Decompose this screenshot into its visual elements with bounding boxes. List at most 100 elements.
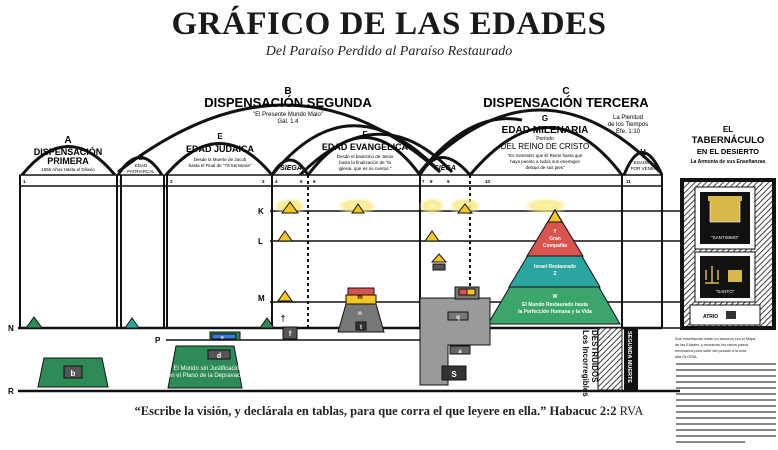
svg-text:F: F [363,130,368,139]
svg-text:10: 10 [485,179,491,184]
tabernacle-panel: EL TABERNÁCULO EN EL DESIERTO La Armonía… [662,125,776,443]
svg-text:SIEGA: SIEGA [434,165,456,172]
svg-text:Z: Z [553,271,556,277]
svg-text:DISPENSACIÓN: DISPENSACIÓN [34,146,103,157]
svg-text:DISPENSACIÓN TERCERA: DISPENSACIÓN TERCERA [483,95,649,110]
svg-text:D: D [138,155,143,162]
svg-text:a: a [458,349,462,355]
svg-text:1: 1 [23,179,26,184]
svg-text:S: S [451,370,457,379]
svg-text:q: q [456,315,460,321]
glory-glows [272,197,570,215]
patriarchal-figure: b [37,357,109,388]
svg-text:de los Tiempos: de los Tiempos [608,122,648,128]
svg-text:POR VENIR: POR VENIR [631,166,657,171]
scripture-quote: “Escribe la visión, y declárala en tabla… [0,404,778,419]
svg-text:P: P [155,336,161,345]
svg-text:PATRIARCAL: PATRIARCAL [127,169,155,174]
svg-text:d: d [217,353,221,360]
svg-text:EDAD EVANGÉLICA: EDAD EVANGÉLICA [322,142,409,152]
plane-letters: K L M N P R [8,207,265,396]
svg-text:C: C [562,86,569,97]
age-f-label: F EDAD EVANGÉLICA Desde el bautismo de J… [322,130,409,171]
svg-text:de las Edades, y muestran los: de las Edades, y muestran los varios pas… [675,343,748,347]
svg-text:SEGUNDA MUERTE: SEGUNDA MUERTE [626,331,632,383]
jewish-age-figures: e d El Mundo sin Justificación en el Pla… [167,313,298,389]
svg-text:2: 2 [170,179,173,184]
dispensation-a-label: A DISPENSACIÓN PRIMERA 1656 Años Hasta e… [34,135,103,172]
svg-text:iglesia, que es su cuerpo.": iglesia, que es su cuerpo." [339,166,392,171]
arch-age-g [468,126,624,176]
arch-age-e [164,142,274,176]
quote-text: “Escribe la visión, y declárala en tabla… [134,404,617,418]
arch-dispensation-b [117,103,441,174]
svg-text:b: b [71,369,76,378]
age-g-label: G EDAD MILENARIA Período DEL REINO DE CR… [501,114,589,170]
svg-text:Gran: Gran [549,236,561,242]
svg-text:E: E [217,132,223,141]
svg-text:alta GLORIA.: alta GLORIA. [675,355,698,359]
svg-text:K: K [258,207,264,216]
quote-version: RVA [619,404,644,418]
harvest-descent: q a S [419,253,491,386]
dispensation-b-label: B DISPENSACIÓN SEGUNDA "El Presente Mund… [204,86,372,125]
svg-text:DISPENSACIÓN SEGUNDA: DISPENSACIÓN SEGUNDA [204,95,372,110]
svg-text:ATRIO: ATRIO [703,314,718,320]
svg-text:N: N [8,324,14,333]
svg-text:EL: EL [723,125,733,134]
svg-text:M: M [258,294,265,303]
svg-text:necesarios para subir del peca: necesarios para subir del pecado a la má… [675,349,746,353]
svg-text:PRIMERA: PRIMERA [47,156,89,166]
green-triangles-n [25,316,275,329]
page-title: GRÁFICO DE LAS EDADES [171,6,607,42]
svg-text:f: f [289,331,292,338]
svg-text:Los Incorregibles: Los Incorregibles [581,330,590,397]
svg-text:Desde la Muerte de Jacob: Desde la Muerte de Jacob [194,157,247,162]
arch-age-h [622,151,664,176]
svg-text:H: H [640,148,646,157]
svg-text:EDADES: EDADES [634,160,653,165]
small-triangles [277,201,474,302]
millennial-pyramid: Y Gran Compañía Israel Restaurado Z W El… [487,209,621,325]
svg-text:La Plenitud: La Plenitud [613,115,643,121]
svg-text:Israel Restaurado: Israel Restaurado [534,264,576,270]
svg-text:6: 6 [313,179,316,184]
dispensation-c-label: C DISPENSACIÓN TERCERA La Plenitud de lo… [483,86,649,135]
svg-text:B: B [284,86,291,97]
svg-text:hasta el Final de "70 Semanas": hasta el Final de "70 Semanas" [189,163,252,168]
svg-text:m: m [357,295,362,301]
svg-text:"Es menester que El Reine hast: "Es menester que El Reine hasta que [508,153,583,158]
svg-text:e: e [221,335,224,341]
age-d-label: D EDAD PATRIARCAL [127,155,155,174]
svg-text:Desde el bautismo de Jesús: Desde el bautismo de Jesús [337,154,394,159]
svg-text:Período: Período [536,136,554,142]
svg-text:R: R [8,387,14,396]
svg-text:7: 7 [422,179,425,184]
gospel-age-stack: m n t [337,287,385,333]
svg-text:†: † [280,313,285,323]
age-h-label: H EDADES POR VENIR [631,148,657,171]
svg-text:Gál. 1:4: Gál. 1:4 [277,119,299,125]
svg-text:SIEGA: SIEGA [280,165,302,172]
page-subtitle: Del Paraíso Perdido al Paraíso Restaurad… [265,44,513,59]
svg-text:4: 4 [275,179,278,184]
svg-text:DESTRUIDOS: DESTRUIDOS [590,330,599,383]
dispensation-arches [20,103,664,177]
svg-text:El Mundo Restaurado hasta: El Mundo Restaurado hasta [522,302,588,308]
svg-text:EN EL DESIERTO: EN EL DESIERTO [697,147,759,156]
svg-text:"El Presente Mundo Malo": "El Presente Mundo Malo" [253,112,323,118]
svg-text:TABERNÁCULO: TABERNÁCULO [692,135,765,146]
svg-text:haya puesto a todos sus enemig: haya puesto a todos sus enemigos [510,159,580,164]
svg-text:5: 5 [300,179,303,184]
svg-text:"SANTO": "SANTO" [716,289,735,294]
svg-text:La Armonía de sus Enseñanzas: La Armonía de sus Enseñanzas [691,159,766,165]
svg-text:en el Plano de la Depravación: en el Plano de la Depravación [168,373,248,379]
svg-text:3: 3 [262,179,265,184]
arch-dispensation-c [418,108,662,174]
svg-text:EDAD JUDAICA: EDAD JUDAICA [186,144,255,154]
svg-text:11: 11 [626,179,631,184]
svg-text:G: G [542,114,548,123]
svg-text:DEL REINO DE CRISTO: DEL REINO DE CRISTO [501,142,589,151]
age-e-label: E EDAD JUDAICA Desde la Muerte de Jacob … [186,132,255,168]
svg-text:Efe. 1:10: Efe. 1:10 [616,129,641,135]
